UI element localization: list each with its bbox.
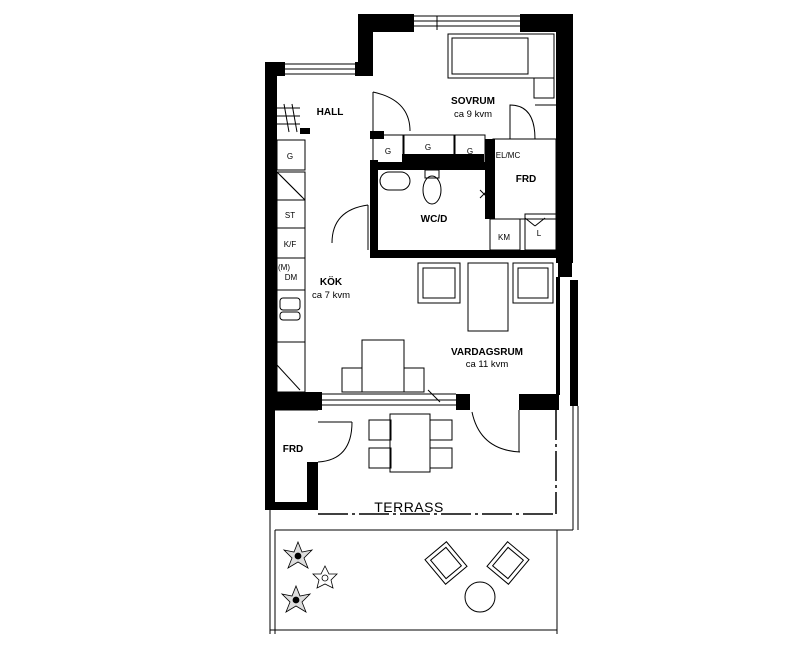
label-l: L bbox=[537, 229, 542, 238]
fixture-g-hall: G bbox=[287, 152, 293, 161]
room-area-vardagsrum: ca 11 kvm bbox=[466, 359, 509, 370]
fixture-m: (M) bbox=[278, 263, 290, 272]
room-label-sovrum: SOVRUM bbox=[451, 96, 495, 107]
room-area-sovrum: ca 9 kvm bbox=[454, 109, 492, 120]
room-label-kok: KÖK bbox=[320, 275, 343, 288]
room-label-hall: HALL bbox=[317, 107, 344, 118]
fixture-st: ST bbox=[285, 211, 295, 220]
fixture-g-closet-3: G bbox=[467, 147, 473, 156]
label-km: KM bbox=[498, 233, 510, 242]
exterior-walls bbox=[265, 14, 578, 510]
fixture-g-closet-2: G bbox=[425, 143, 431, 152]
interior-lines bbox=[269, 15, 579, 634]
terrace-dashed-edge bbox=[318, 410, 557, 515]
room-label-vardagsrum: VARDAGSRUM bbox=[451, 347, 523, 358]
room-label-frd-terrace: FRD bbox=[283, 444, 304, 455]
room-area-kok: ca 7 kvm bbox=[312, 290, 350, 301]
fixture-kf: K/F bbox=[284, 240, 297, 249]
room-label-wcd: WC/D bbox=[421, 214, 448, 225]
label-el-mc: EL/MC bbox=[496, 151, 521, 160]
fixture-g-closet-1: G bbox=[385, 147, 391, 156]
room-label-terrass: TERRASS bbox=[374, 499, 444, 515]
plant-icon bbox=[280, 540, 338, 613]
room-label-frd-bedroom: FRD bbox=[516, 174, 537, 185]
fixture-dm: DM bbox=[285, 273, 298, 282]
